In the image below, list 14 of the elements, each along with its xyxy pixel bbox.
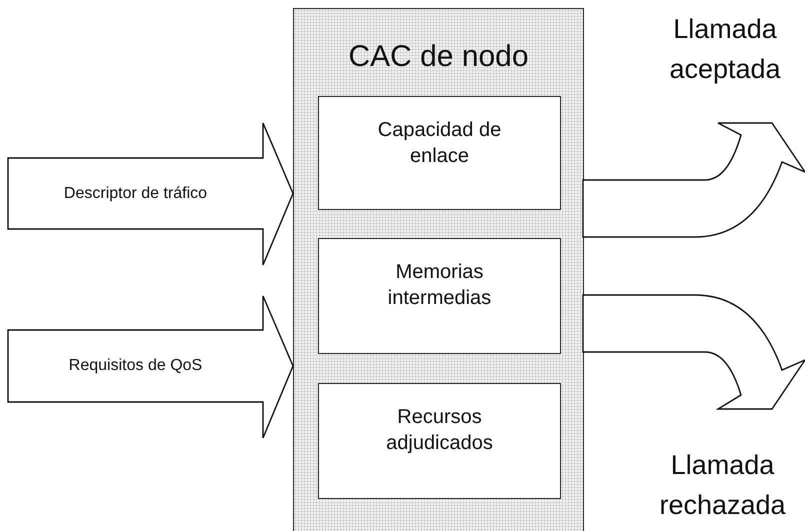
frame-title: CAC de nodo (348, 42, 529, 72)
block-arrow (7, 295, 294, 439)
block-arrow (7, 122, 294, 266)
outcome-label: Llamada rechazada (658, 448, 787, 522)
process-box (318, 238, 561, 354)
box-label: Capacidad de enlace (376, 118, 502, 169)
box-label: Recursos adjudicados (385, 405, 494, 456)
node-frame (293, 8, 584, 531)
block-arrow (582, 294, 805, 410)
process-box (318, 383, 561, 499)
box-label: Memorias intermedias (386, 260, 492, 311)
process-box (318, 96, 561, 210)
outcome-label: Llamada aceptada (668, 12, 782, 86)
block-arrow (582, 122, 805, 238)
